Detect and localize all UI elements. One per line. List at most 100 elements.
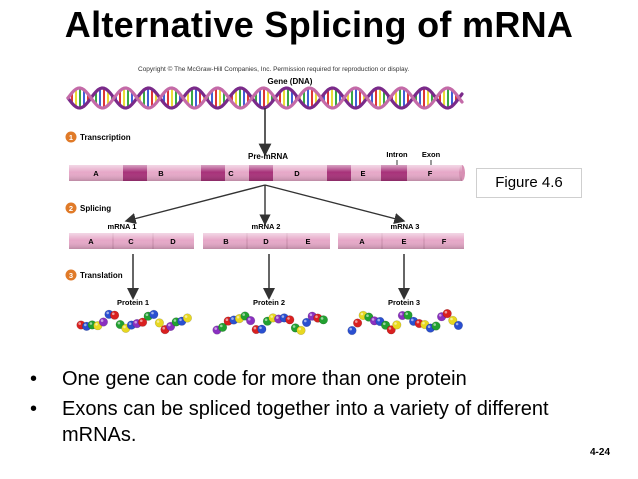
exon-letter: E	[360, 169, 365, 178]
figure-label-box: Figure 4.6	[476, 168, 582, 198]
bead-highlight	[100, 319, 104, 322]
bead-highlight	[427, 325, 431, 329]
bead-highlight	[156, 320, 160, 323]
bead-highlight	[84, 323, 87, 327]
amino-acid-bead	[246, 316, 256, 326]
bead-highlight	[184, 315, 188, 318]
exon-letter: D	[170, 237, 176, 246]
protein-2-chain	[212, 311, 329, 336]
bullet-text: Exons can be spliced together into a var…	[62, 398, 549, 446]
bead-highlight	[264, 318, 268, 322]
amino-acid-bead	[347, 325, 357, 336]
amino-acid-bead	[318, 315, 329, 325]
bead-highlight	[123, 325, 126, 329]
mrna-label: mRNA 2	[252, 222, 281, 231]
bullet-list: • One gene can code for more than one pr…	[28, 366, 628, 452]
bead-highlight	[349, 327, 353, 331]
bead-highlight	[145, 313, 149, 317]
dna-helix	[66, 86, 464, 110]
bead-highlight	[309, 313, 313, 317]
dna-strand	[66, 86, 464, 110]
exon-letter: E	[401, 237, 406, 246]
amino-acid-bead	[149, 309, 159, 320]
bead-highlight	[371, 318, 375, 321]
bead-highlight	[366, 314, 369, 318]
bead-highlight	[450, 317, 453, 321]
bead-highlight	[236, 315, 240, 319]
bead-highlight	[281, 315, 285, 318]
bead-highlight	[214, 327, 217, 330]
step-number-circle	[65, 202, 77, 214]
exon-letter: A	[88, 237, 94, 246]
step-label: Transcription	[80, 133, 131, 142]
protein-label: Protein 3	[388, 298, 420, 307]
bead-highlight	[140, 319, 143, 323]
amino-acid-bead	[296, 325, 306, 336]
step-translation: 3 Translation	[65, 269, 123, 281]
step-number-circle	[65, 131, 77, 143]
bead-highlight	[168, 323, 171, 327]
step-label: Translation	[80, 271, 123, 280]
bead-highlight	[394, 322, 397, 325]
exon-letter: B	[158, 169, 164, 178]
protein-label: Protein 1	[117, 298, 149, 307]
exon-letter: C	[128, 237, 134, 246]
step-number: 3	[69, 271, 73, 280]
bead-highlight	[298, 327, 302, 331]
bead-highlight	[433, 323, 437, 326]
bead-highlight	[399, 312, 403, 316]
bullet-text: One gene can code for more than one prot…	[62, 368, 467, 390]
copyright-notice: Copyright © The McGraw-Hill Companies, I…	[138, 66, 410, 73]
intron-label: Intron	[386, 150, 408, 159]
exon-letter: E	[305, 237, 310, 246]
bead-highlight	[89, 322, 93, 325]
exon-letter: D	[263, 237, 269, 246]
bead-highlight	[388, 327, 392, 330]
exon-letter: B	[223, 237, 229, 246]
bead-highlight	[106, 311, 109, 315]
bead-highlight	[259, 326, 262, 330]
exon-letter: F	[428, 169, 433, 178]
protein-3-chain	[347, 309, 464, 336]
amino-acid-bead	[392, 320, 402, 330]
bead-highlight	[173, 319, 177, 322]
bead-highlight	[128, 322, 132, 326]
bead-highlight	[151, 311, 154, 315]
dna-strand	[66, 86, 464, 110]
bead-highlight	[78, 322, 81, 325]
amino-acid-bead	[257, 324, 267, 334]
bead-highlight	[270, 315, 274, 318]
exon-letter: A	[93, 169, 99, 178]
bullet-item: • Exons can be spliced together into a v…	[28, 396, 628, 448]
bead-highlight	[242, 313, 245, 316]
exon-letter: D	[294, 169, 300, 178]
bead-highlight	[360, 312, 364, 316]
step-number: 2	[69, 204, 73, 213]
bead-highlight	[248, 317, 251, 321]
mrna-label: mRNA 1	[108, 222, 137, 231]
pre-mrna-label: Pre-mRNA	[248, 152, 288, 161]
amino-acid-bead	[182, 313, 192, 323]
exon-letter: A	[359, 237, 365, 246]
amino-acid-bead	[353, 318, 363, 328]
bead-highlight	[253, 326, 257, 330]
bead-highlight	[444, 310, 448, 314]
mrna-label: mRNA 3	[391, 222, 420, 231]
amino-acid-bead	[431, 321, 441, 331]
bead-highlight	[292, 325, 296, 328]
splicing-arrow-3	[264, 184, 406, 225]
splicing-arrow-1	[124, 184, 266, 225]
bead-highlight	[112, 312, 115, 316]
bead-highlight	[422, 321, 425, 325]
amino-acid-bead	[98, 317, 108, 327]
mrna-2: mRNA 2 B D E	[203, 222, 330, 249]
amino-acid-bead	[285, 315, 295, 325]
protein-1-chain	[76, 309, 192, 335]
bead-highlight	[304, 319, 307, 323]
mrna-3: mRNA 3 A E F	[338, 222, 464, 249]
step-transcription: 1 Transcription	[65, 131, 131, 143]
bead-highlight	[315, 315, 318, 319]
bead-highlight	[276, 316, 279, 319]
page-number: 4-24	[590, 447, 611, 458]
